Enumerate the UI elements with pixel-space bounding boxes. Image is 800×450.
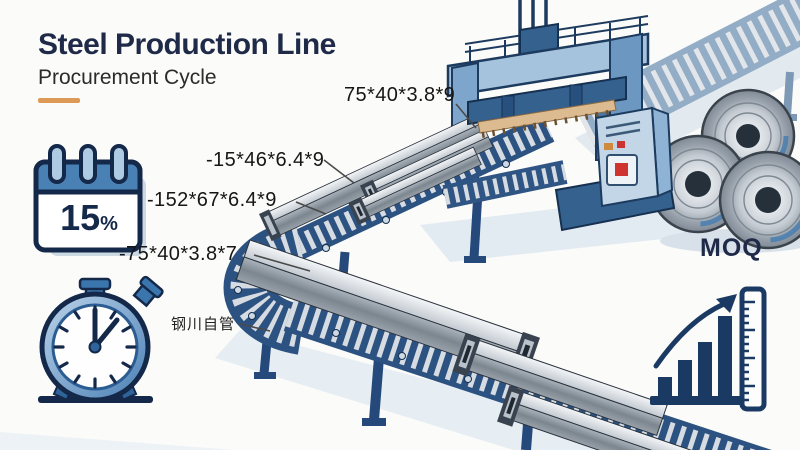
calendar-icon	[33, 144, 146, 256]
stopwatch-icon	[38, 275, 164, 403]
spec-label-note: 钢川自管	[171, 316, 236, 333]
spec-label-1: -15*46*6.4*9	[206, 149, 325, 171]
big-square-tube	[235, 239, 540, 384]
spec-label-top: 75*40*3.8*9	[344, 84, 456, 106]
discount-number: 15	[60, 197, 101, 238]
spec-label-3: -75*40*3.8*7	[119, 243, 238, 265]
press-machine-front	[442, 75, 676, 232]
arrow-up-icon	[653, 301, 727, 369]
bottom-square-tube	[452, 333, 668, 437]
growth-chart-icon	[650, 294, 746, 405]
square-tube-pair	[348, 129, 494, 226]
coil	[718, 150, 800, 250]
moq-label: MOQ	[700, 234, 763, 262]
calendar-value: 15%	[41, 197, 137, 239]
ruler-icon	[739, 286, 767, 412]
spec-label-2: -152*67*6.4*9	[147, 189, 277, 211]
bottom-square-tube	[497, 385, 731, 450]
page-subtitle: Procurement Cycle	[38, 66, 217, 89]
page-title: Steel Production Line	[38, 28, 336, 61]
percent-sign: %	[100, 213, 118, 235]
leader-lines	[239, 103, 477, 332]
accent-underline	[38, 98, 80, 103]
